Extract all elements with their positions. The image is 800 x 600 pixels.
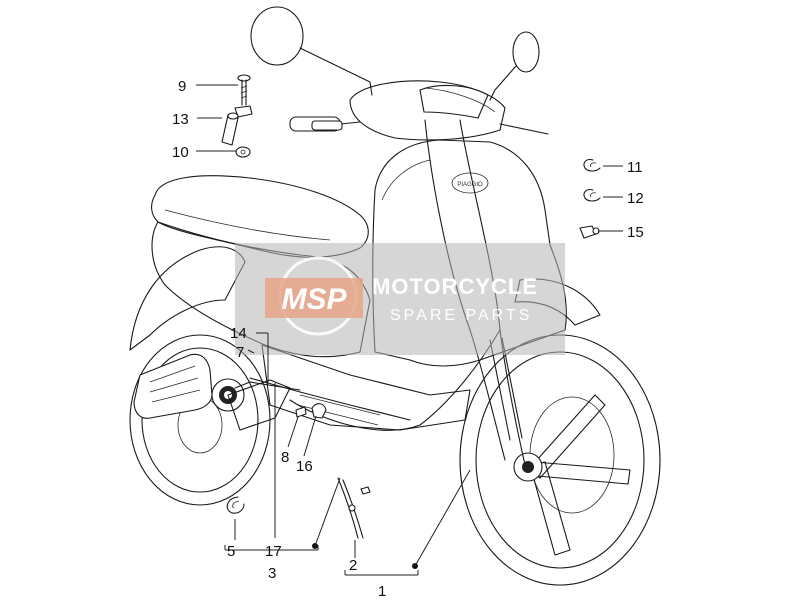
part-5-circlip xyxy=(226,496,245,514)
headlamp xyxy=(419,84,489,119)
handlebars xyxy=(289,116,549,135)
swing-arm xyxy=(227,379,291,431)
part-11-clip xyxy=(583,159,601,172)
watermark-logo-block xyxy=(265,278,363,318)
watermark-line2: SPARE PARTS xyxy=(390,307,532,324)
part-8-fitting xyxy=(295,406,307,418)
callout-9: 9 xyxy=(178,78,186,95)
part-13-spacer xyxy=(221,112,239,146)
callout-14: 14 xyxy=(230,325,247,342)
callout-12: 12 xyxy=(627,190,644,207)
callout-11: 11 xyxy=(627,159,643,176)
left-mirror xyxy=(250,6,373,96)
callout-13: 13 xyxy=(172,111,189,128)
callout-3: 3 xyxy=(268,565,276,582)
callout-1: 1 xyxy=(378,583,386,600)
front-wheel xyxy=(459,334,661,586)
floorboard xyxy=(261,344,471,431)
watermark-line1: MOTORCYCLE xyxy=(372,274,538,299)
callout-7: 7 xyxy=(236,344,244,361)
callout-15: 15 xyxy=(627,224,644,241)
callout-8: 8 xyxy=(281,449,289,466)
part-15-clamp xyxy=(579,225,600,239)
muffler xyxy=(133,353,213,419)
part-12-clip xyxy=(583,189,601,202)
part-2-cable-clip xyxy=(337,477,371,539)
callout-17: 17 xyxy=(265,543,282,560)
leader-lines xyxy=(196,84,623,576)
part-9-bolt xyxy=(237,74,251,106)
callout-2: 2 xyxy=(349,557,357,574)
rear-fender xyxy=(129,246,246,351)
part-10-nut xyxy=(235,146,251,158)
watermark-logo: MSP xyxy=(281,283,347,316)
right-mirror xyxy=(489,31,540,101)
callout-16: 16 xyxy=(296,458,313,475)
watermark: MSP MOTORCYCLE SPARE PARTS xyxy=(235,243,565,355)
part-16-fitting xyxy=(311,403,327,419)
callout-5: 5 xyxy=(227,543,235,560)
callout-labels: 9 13 10 11 12 15 14 7 8 16 5 17 3 2 1 xyxy=(172,78,644,600)
callout-10: 10 xyxy=(172,144,189,161)
cable-front xyxy=(289,329,501,431)
brand-badge: PIAGGIO xyxy=(457,182,483,188)
handlebar-cowl xyxy=(349,80,506,141)
